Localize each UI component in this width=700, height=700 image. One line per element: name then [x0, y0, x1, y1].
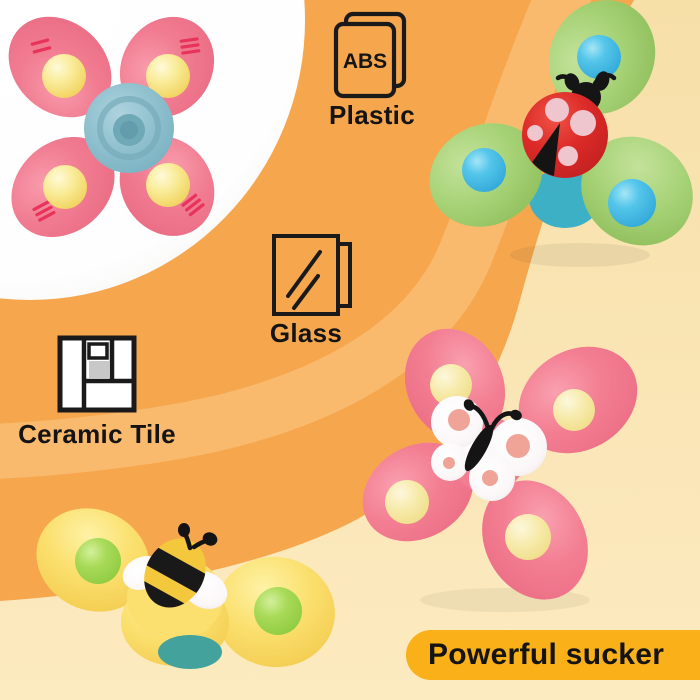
- light-orange-swoosh: [0, 0, 592, 479]
- butterfly-icon: [431, 396, 547, 501]
- material-label-ceramic-tile: Ceramic Tile: [18, 419, 176, 449]
- suction-pop-balls: [75, 538, 302, 635]
- vent-ticks: [30, 37, 205, 222]
- ceramic-tile-icon: [57, 335, 137, 413]
- material-label-plastic: Plastic: [329, 100, 415, 130]
- ladybug-spots: [527, 98, 596, 166]
- powerful-sucker-label: Powerful sucker: [428, 638, 665, 671]
- pink-flower-spinner: [8, 16, 215, 238]
- suction-pop-balls: [42, 54, 190, 209]
- suction-pop-balls: [462, 35, 656, 227]
- ladybug-spinner: [429, 0, 693, 267]
- bee-spinner: [36, 508, 335, 669]
- suction-cup-center: [84, 83, 174, 173]
- powerful-sucker-banner: Powerful sucker: [406, 630, 700, 680]
- abs-badge-text: ABS: [343, 50, 387, 73]
- wing-spots: [443, 409, 530, 486]
- suction-pop-balls: [385, 364, 595, 560]
- material-label-glass: Glass: [269, 318, 343, 348]
- abs-plastic-icon: ABS: [333, 11, 407, 99]
- glass-icon: [272, 234, 352, 316]
- teal-suction-base: [158, 635, 222, 669]
- ladybug-icon: [522, 71, 617, 178]
- butterfly-spinner: [362, 328, 638, 612]
- bee-icon: [122, 523, 228, 619]
- shadow: [510, 243, 650, 267]
